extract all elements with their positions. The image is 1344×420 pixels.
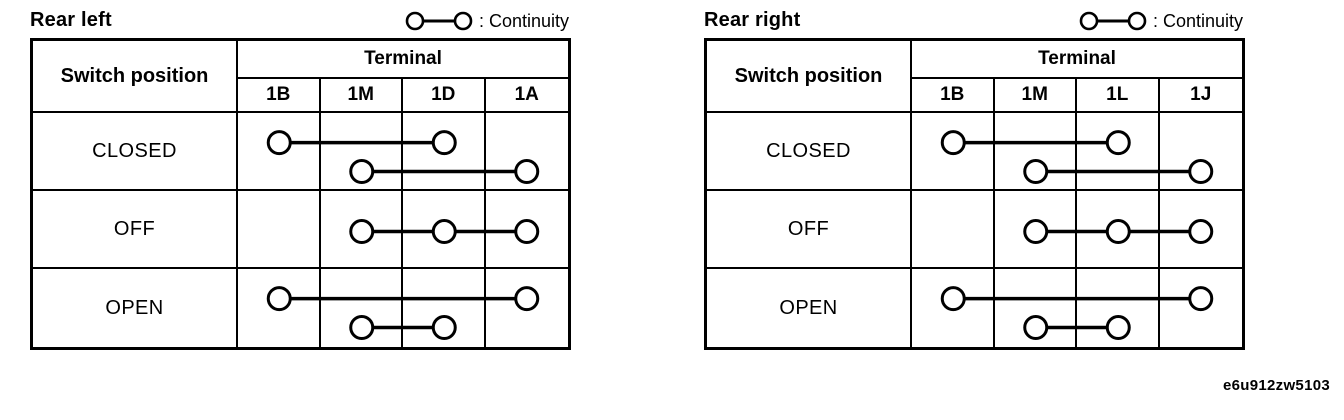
continuity-cell bbox=[1159, 113, 1242, 191]
continuity-cell bbox=[1077, 113, 1160, 191]
switch-position-value: OPEN bbox=[707, 269, 912, 347]
continuity-cell bbox=[320, 269, 403, 347]
continuity-cell bbox=[994, 191, 1077, 269]
panel-rear-right: Rear right : Continuity Switch position … bbox=[704, 2, 1245, 350]
continuity-cell bbox=[912, 269, 995, 347]
terminal-header: Terminal bbox=[912, 41, 1242, 79]
continuity-cell bbox=[994, 269, 1077, 347]
continuity-cell bbox=[238, 113, 321, 191]
switch-position-header: Switch position bbox=[707, 41, 912, 113]
continuity-cell bbox=[912, 191, 995, 269]
continuity-cell bbox=[320, 191, 403, 269]
continuity-cell bbox=[485, 269, 568, 347]
continuity-cell bbox=[403, 269, 486, 347]
continuity-symbol-icon bbox=[405, 11, 473, 31]
panel-header: Rear left : Continuity bbox=[30, 2, 571, 32]
figure-code: e6u912zw5103 bbox=[1222, 377, 1330, 394]
switch-position-value: CLOSED bbox=[707, 113, 912, 191]
continuity-symbol-icon bbox=[1079, 11, 1147, 31]
panel-title: Rear right bbox=[704, 9, 801, 31]
switch-position-value: OFF bbox=[33, 191, 238, 269]
continuity-cell bbox=[1159, 191, 1242, 269]
switch-position-value: CLOSED bbox=[33, 113, 238, 191]
continuity-cell bbox=[403, 191, 486, 269]
continuity-cell bbox=[238, 269, 321, 347]
switch-position-value: OFF bbox=[707, 191, 912, 269]
switch-position-header: Switch position bbox=[33, 41, 238, 113]
terminal-header: Terminal bbox=[238, 41, 568, 79]
continuity-cell bbox=[485, 191, 568, 269]
continuity-cell bbox=[912, 113, 995, 191]
legend-label: : Continuity bbox=[478, 10, 569, 31]
continuity-legend: : Continuity bbox=[1078, 10, 1243, 32]
switch-position-value: OPEN bbox=[33, 269, 238, 347]
continuity-cell bbox=[320, 113, 403, 191]
continuity-cell bbox=[403, 113, 486, 191]
continuity-cell bbox=[1159, 269, 1242, 347]
panel-title: Rear left bbox=[30, 9, 112, 31]
continuity-legend: : Continuity bbox=[404, 10, 569, 32]
continuity-cell bbox=[1077, 269, 1160, 347]
continuity-cell bbox=[238, 191, 321, 269]
legend-label: : Continuity bbox=[1152, 10, 1243, 31]
terminal-label: 1A bbox=[485, 79, 568, 113]
terminal-label: 1B bbox=[238, 79, 321, 113]
panel-rear-left: Rear left : Continuity Switch position T… bbox=[30, 2, 571, 350]
terminal-label: 1D bbox=[403, 79, 486, 113]
terminal-label: 1J bbox=[1159, 79, 1242, 113]
panel-header: Rear right : Continuity bbox=[704, 2, 1245, 32]
terminal-label: 1M bbox=[994, 79, 1077, 113]
continuity-cell bbox=[485, 113, 568, 191]
terminal-label: 1M bbox=[320, 79, 403, 113]
continuity-cell bbox=[1077, 191, 1160, 269]
continuity-cell bbox=[994, 113, 1077, 191]
terminal-label: 1L bbox=[1077, 79, 1160, 113]
terminal-label: 1B bbox=[912, 79, 995, 113]
